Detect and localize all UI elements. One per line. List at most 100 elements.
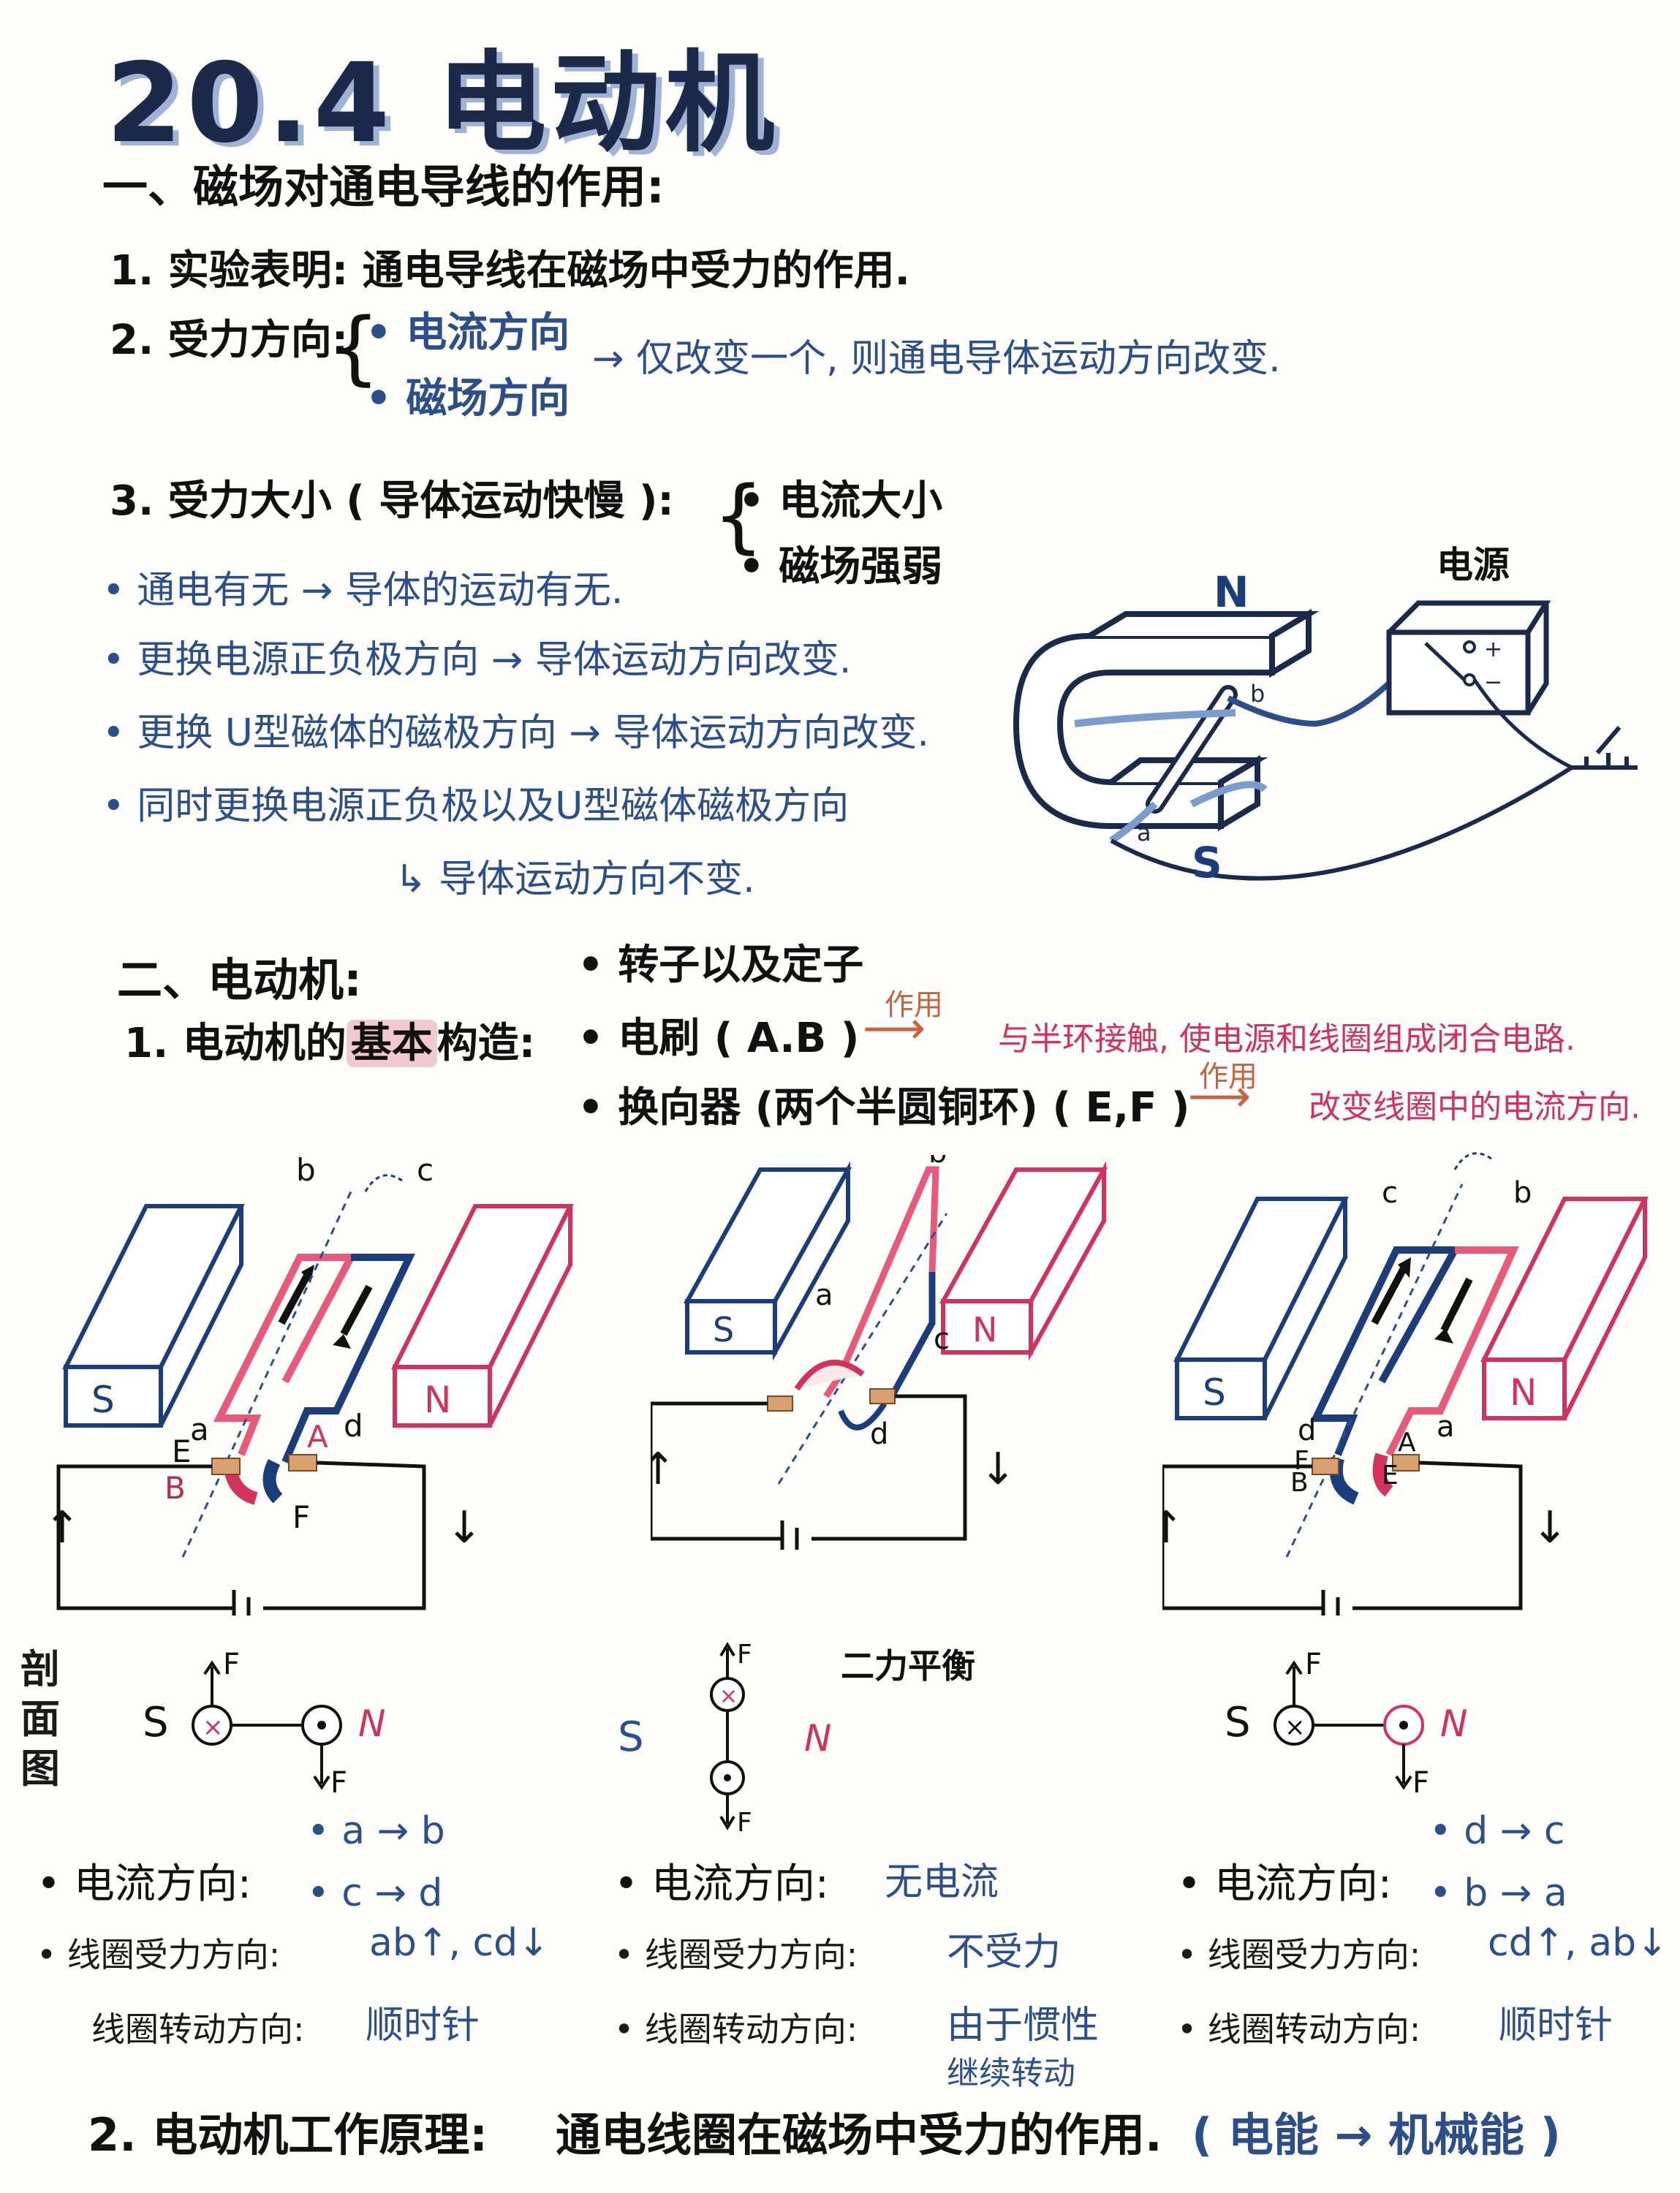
part-rotor: • 转子以及定子 [578, 942, 864, 989]
arrow-down-icon: ↓ [1532, 1502, 1568, 1553]
arrow-up-icon: ↑ [44, 1502, 80, 1553]
current-out-icon [1399, 1721, 1408, 1730]
part-commutator: • 换向器 (两个半圆铜环) ( E,F ) [578, 1084, 1190, 1132]
rotate-icon [1453, 1152, 1492, 1170]
magnet-n-label: N [424, 1379, 451, 1421]
col1-current-label: • 电流方向: [37, 1860, 251, 1908]
label-B: B [164, 1470, 186, 1506]
label-c: c [417, 1152, 434, 1188]
force-up-label: F [737, 1640, 752, 1670]
brace-icon: { [329, 300, 380, 394]
current-into-icon: × [1284, 1713, 1306, 1742]
point-a-label: a [1137, 819, 1151, 846]
experiment-figure: + − 电源 N S b a [1013, 544, 1638, 887]
arrow-down-icon: ↓ [980, 1444, 1016, 1495]
item2-option-field: • 磁场方向 [366, 375, 570, 423]
section-s-label: S [143, 1699, 169, 1746]
current-out-icon [724, 1774, 731, 1781]
item3-option-field: • 磁场强弱 [738, 543, 943, 591]
section1-item3-label: 3. 受力大小 ( 导体运动快慢 ): [110, 477, 674, 525]
section1-item2-label: 2. 受力方向: [110, 317, 349, 364]
brush-arrow-label: 作用 [885, 988, 943, 1022]
label-a: a [815, 1279, 833, 1312]
arrow-up-icon: ↑ [1162, 1502, 1184, 1553]
section1-heading: 一、磁场对通电导线的作用: [102, 160, 665, 213]
col1-current-value-1: • a → b [307, 1809, 445, 1853]
label-F: F [1294, 1446, 1309, 1476]
magnet-n-label: N [1510, 1371, 1537, 1414]
bullet-result: ↳ 导体运动方向不变. [395, 857, 755, 901]
label-a: a [1437, 1410, 1455, 1444]
force-up-label: F [1305, 1648, 1322, 1681]
part-brush: • 电刷 ( A.B ) [578, 1015, 860, 1062]
south-label: S [1192, 838, 1222, 887]
label-a: a [190, 1412, 209, 1447]
cross-section-3: S N × F F [1225, 1648, 1467, 1800]
label-b: b [1513, 1176, 1532, 1210]
section2-heading: 二、电动机: [117, 953, 362, 1007]
force-down-label: F [737, 1808, 752, 1835]
bullet-1: • 通电有无 → 导体的运动有无. [102, 569, 624, 613]
u-magnet [1013, 633, 1275, 829]
label-b: b [296, 1152, 316, 1188]
col2-current-value: 无电流 [885, 1860, 999, 1904]
col2-rotate-extra: 继续转动 [947, 2055, 1075, 2092]
bullet-2: • 更换电源正负极方向 → 导体运动方向改变. [102, 638, 852, 682]
col3-force-label: • 线圈受力方向: [1177, 1935, 1421, 1974]
point-b-label: b [1250, 680, 1265, 708]
cross-section-1: S N × F F [143, 1648, 385, 1800]
motor-diagram-1: S N ↑ ↓ b c a d E A B F [44, 1152, 574, 1616]
page-title: 20.4 电动机 [106, 40, 779, 167]
col3-current-value-1: • d → c [1429, 1809, 1565, 1853]
section-n-label: N [358, 1702, 385, 1745]
col3-rotate-value: 顺时针 [1499, 2004, 1613, 2048]
col3-force-value: cd↑, ab↓ [1488, 1921, 1668, 1965]
label-d: d [344, 1408, 363, 1444]
item3-option-current: • 电流大小 [738, 477, 943, 525]
section-n-label: N [804, 1717, 831, 1760]
commutator-arrow-icon: ⟶ [1188, 1071, 1252, 1122]
col1-rotate-label: 线圈转动方向: [91, 2010, 305, 2049]
north-label: N [1214, 567, 1249, 617]
col2-force-label: • 线圈受力方向: [614, 1935, 858, 1974]
motor-diagram-2: S N ↑ ↓ b a c d [651, 1155, 1108, 1550]
commutator-desc: 改变线圈中的电流方向. [1309, 1088, 1641, 1126]
cross-section-2: S N × F F 二力平衡 [618, 1640, 975, 1835]
magnet-n-label: N [972, 1310, 997, 1349]
power-label: 电源 [1437, 544, 1510, 586]
current-into-icon: × [203, 1713, 224, 1742]
col1-rotate-value: 顺时针 [366, 2004, 480, 2048]
label-E: E [172, 1433, 192, 1469]
section-s-label: S [1225, 1699, 1251, 1746]
col2-force-value: 不受力 [947, 1931, 1062, 1974]
motor-diagram-3: S N ↑ ↓ c b d a F A B E [1162, 1152, 1649, 1616]
commutator-arrow-label: 作用 [1199, 1060, 1257, 1094]
principle-text: 通电线圈在磁场中受力的作用. [556, 2108, 1162, 2162]
label-B: B [1290, 1468, 1309, 1498]
col3-current-value-2: • b → a [1429, 1871, 1567, 1915]
label-b: b [928, 1155, 947, 1170]
principle-energy: ( 电能 → 机械能 ) [1192, 2108, 1561, 2162]
arrow-up-icon: ↑ [651, 1444, 676, 1495]
label-A: A [1398, 1428, 1416, 1458]
section-n-label: N [1440, 1702, 1467, 1745]
col1-force-value: ab↑, cd↓ [369, 1921, 550, 1965]
plus-label: + [1484, 637, 1502, 662]
label-c: c [934, 1322, 950, 1356]
label-E: E [1382, 1461, 1399, 1491]
item1-label: 1. 电动机的 [124, 1020, 347, 1067]
item1-rest: 构造: [436, 1020, 536, 1067]
balance-label: 二力平衡 [841, 1646, 975, 1686]
label-A: A [307, 1419, 328, 1455]
force-down-label: F [1412, 1766, 1429, 1800]
arrow-down-icon: ↓ [446, 1502, 483, 1553]
label-d: d [1298, 1414, 1316, 1447]
col2-rotate-label: • 线圈转动方向: [614, 2010, 858, 2049]
col3-rotate-label: • 线圈转动方向: [1177, 2010, 1421, 2049]
magnet-s-label: S [713, 1310, 734, 1349]
label-F: F [292, 1499, 310, 1535]
label-d: d [870, 1417, 888, 1451]
brush-arrow-icon: ⟶ [863, 1003, 926, 1054]
item2-result: → 仅改变一个, 则通电导体运动方向改变. [592, 337, 1281, 381]
section2-item1: 1. 电动机的基本构造: [124, 1010, 535, 1069]
